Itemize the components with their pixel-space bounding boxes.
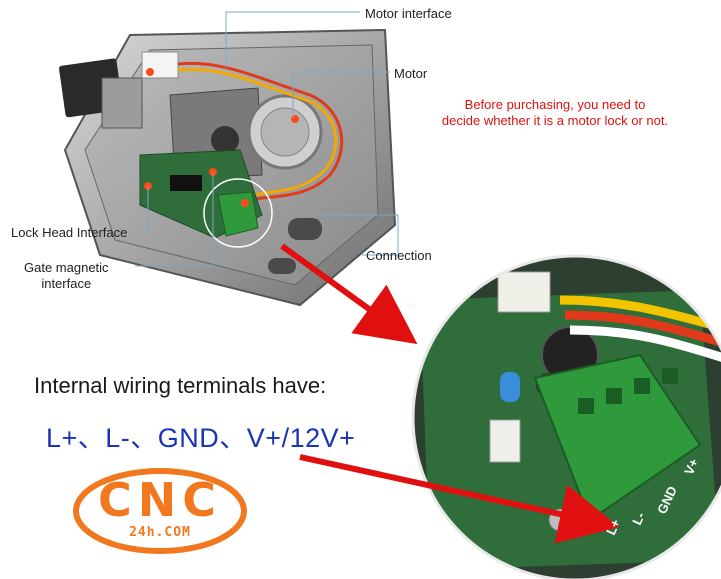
label-motor: Motor xyxy=(394,66,428,81)
logo-sub: 24h.COM xyxy=(129,525,191,540)
pin-label-l-minus: L- xyxy=(629,510,648,527)
arrow-top xyxy=(280,243,418,345)
zoom-circle xyxy=(411,254,721,579)
logo-brand: CNC xyxy=(97,473,222,527)
label-gate-magnetic-line2: interface xyxy=(41,275,92,291)
cnc-logo: CNC 24h.COM xyxy=(72,467,248,555)
label-motor-interface: Motor interface xyxy=(365,6,452,21)
label-gate-magnetic-interface: Gate magnetic interface xyxy=(24,260,109,291)
purchase-note-line2: decide whether it is a motor lock or not… xyxy=(441,113,669,129)
leader-lines xyxy=(135,11,399,267)
arrow-bottom xyxy=(299,454,620,544)
terminals-list: L+、L-、GND、V+/12V+ xyxy=(46,423,356,453)
label-gate-magnetic-line1: Gate magnetic xyxy=(24,260,109,275)
lock-case xyxy=(59,28,397,307)
logo-ellipse xyxy=(73,468,247,554)
label-connection: Connection xyxy=(366,248,432,263)
headline: Internal wiring terminals have: xyxy=(34,373,327,398)
purchase-note: Before purchasing, you need to decide wh… xyxy=(430,97,680,130)
pin-label-l-plus: L+ xyxy=(603,516,623,537)
label-lock-head-interface: Lock Head Interface xyxy=(11,225,128,240)
pin-label-v-plus: V+ xyxy=(681,456,702,477)
purchase-note-line1: Before purchasing, you need to xyxy=(464,97,646,112)
